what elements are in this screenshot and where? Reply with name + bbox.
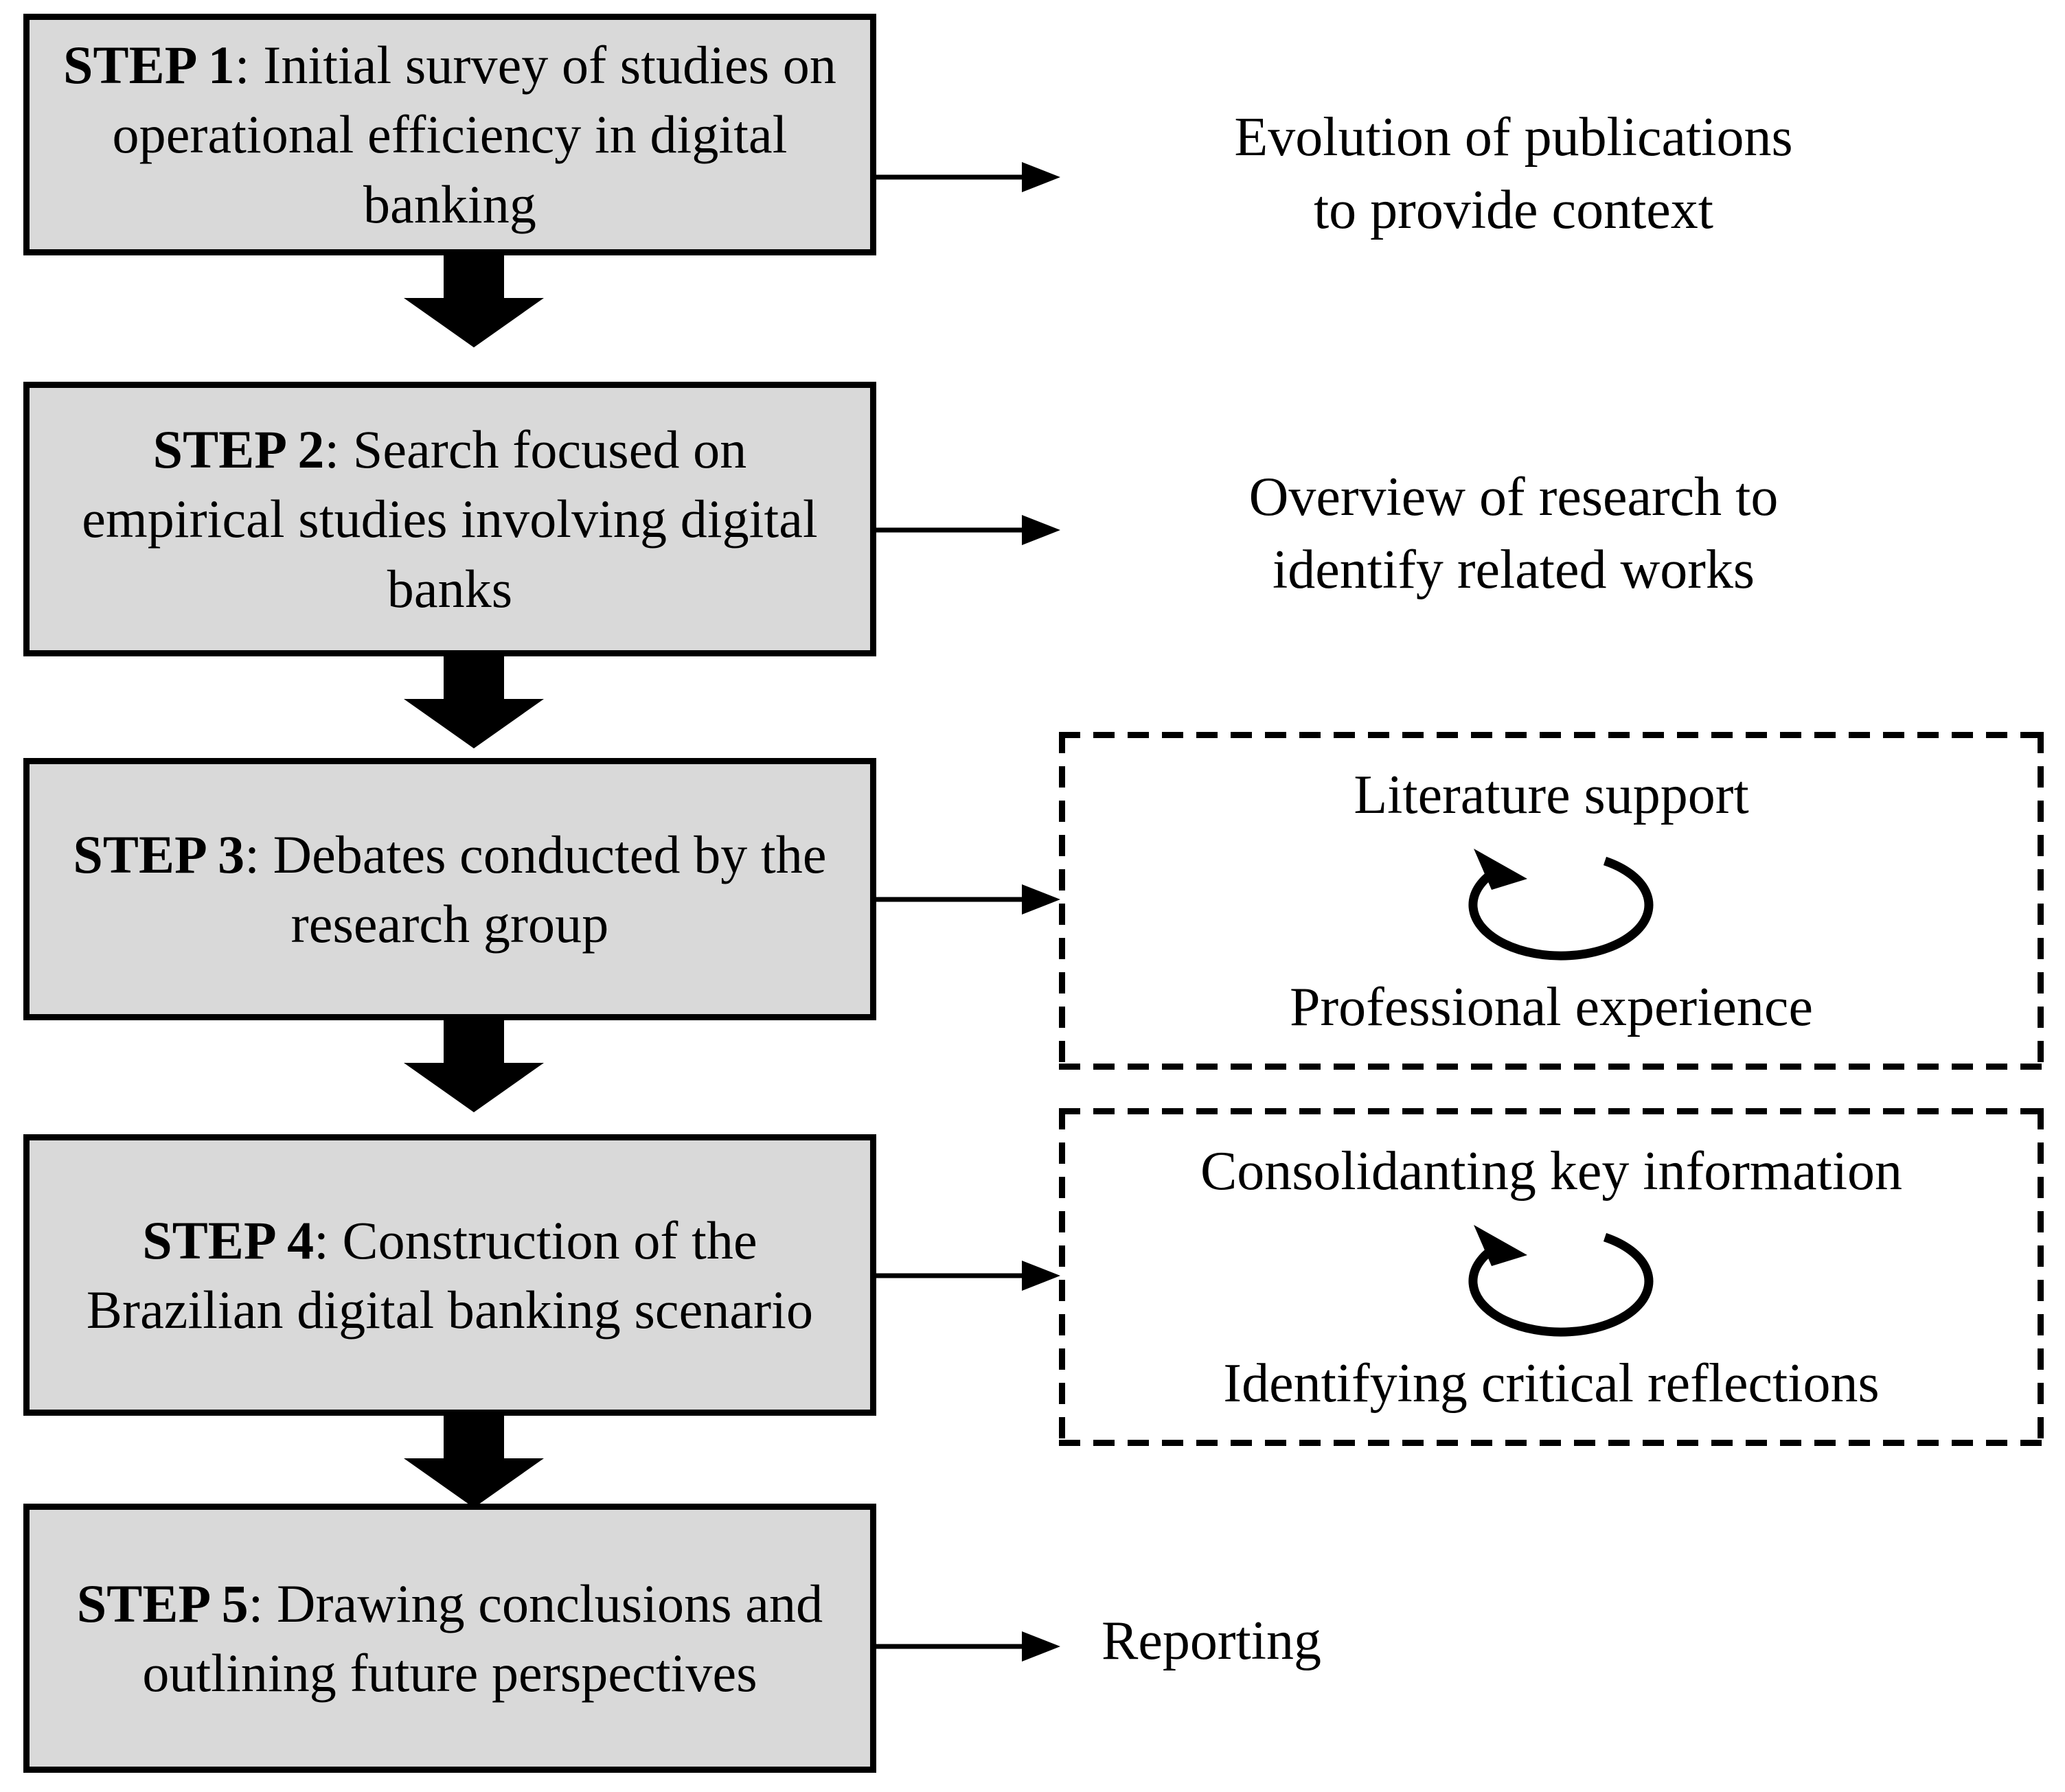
step-5-body: Drawing conclusions and outlining future… [142,1573,823,1703]
dashed-box-2-bottom-text: Identifying critical reflections [1223,1353,1880,1414]
right-arrow-icon [876,515,1060,545]
step-3-separator: : [244,824,273,884]
step-4-separator: : [314,1210,343,1270]
step-3-text: STEP 3: Debates conducted by the researc… [30,820,870,959]
dashed-box-1: Literature support Professional experien… [1059,732,2044,1070]
circular-loop-arrow-icon [1438,1217,1665,1344]
dashed-border-right [2038,732,2044,1070]
step-2-text: STEP 2: Search focused on empirical stud… [30,415,870,623]
step-5-label: STEP 5 [76,1573,249,1633]
step-box-2[interactable]: STEP 2: Search focused on empirical stud… [23,382,876,656]
dashed-box-1-top-text: Literature support [1354,764,1749,825]
dashed-border-left [1059,1108,1065,1446]
down-arrow-4 [398,1413,549,1509]
step-4-text: STEP 4: Construction of the Brazilian di… [30,1206,870,1345]
annotation-5-line1: Reporting [1102,1611,1321,1671]
dashed-border-top [1059,1108,2044,1114]
dashed-border-left [1059,732,1065,1070]
annotation-1: Evolution of publications to provide con… [1081,102,1946,246]
step-4-body: Construction of the Brazilian digital ba… [86,1210,814,1340]
right-arrow-icon [876,884,1060,915]
step-1-body: Initial survey of studies on operational… [112,34,836,234]
annotation-1-line2: to provide context [1313,179,1714,240]
step-1-text: STEP 1: Initial survey of studies on ope… [30,30,870,239]
right-arrow-icon [876,1631,1060,1662]
dashed-border-right [2038,1108,2044,1446]
step-1-label: STEP 1 [63,34,235,95]
step-5-separator: : [248,1573,277,1633]
dashed-border-bottom [1059,1440,2044,1446]
step-box-1[interactable]: STEP 1: Initial survey of studies on ope… [23,14,876,255]
step-2-body: Search focused on empirical studies invo… [82,419,818,619]
thick-down-block-arrow-icon [404,1018,544,1112]
step-4-label: STEP 4 [142,1210,315,1270]
dashed-border-bottom [1059,1064,2044,1070]
down-arrow-3 [398,1018,549,1114]
annotation-1-line1: Evolution of publications [1234,107,1793,168]
step-2-label: STEP 2 [152,419,325,479]
step-box-3[interactable]: STEP 3: Debates conducted by the researc… [23,758,876,1020]
dashed-border-top [1059,732,2044,738]
step-box-5[interactable]: STEP 5: Drawing conclusions and outlinin… [23,1504,876,1773]
thick-down-block-arrow-icon [404,654,544,748]
down-arrow-2 [398,654,549,750]
step-1-separator: : [234,34,264,95]
dashed-box-2-top-text: Consolidanting key information [1200,1140,1903,1202]
annotation-5: Reporting [1102,1605,1720,1678]
step-3-label: STEP 3 [73,824,245,884]
dashed-box-2: Consolidanting key information Identifyi… [1059,1108,2044,1446]
step-box-4[interactable]: STEP 4: Construction of the Brazilian di… [23,1134,876,1416]
right-arrow-icon [876,162,1060,192]
step-5-text: STEP 5: Drawing conclusions and outlinin… [30,1569,870,1708]
circular-loop-arrow-icon [1438,840,1665,967]
right-arrow-icon [876,1261,1060,1291]
dashed-box-1-bottom-text: Professional experience [1290,976,1813,1037]
side-arrow-5 [876,1626,1063,1667]
step-2-separator: : [324,419,353,479]
side-arrow-4 [876,1255,1063,1296]
side-arrow-2 [876,509,1063,551]
side-arrow-3 [876,879,1063,920]
thick-down-block-arrow-icon [404,1413,544,1508]
annotation-2-line1: Overview of research to [1248,467,1779,527]
thick-down-block-arrow-icon [404,253,544,347]
side-arrow-1 [876,157,1063,198]
step-3-body: Debates conducted by the research group [273,824,827,954]
annotation-2: Overview of research to identify related… [1081,461,1946,606]
down-arrow-1 [398,253,549,349]
annotation-2-line2: identify related works [1273,539,1755,600]
